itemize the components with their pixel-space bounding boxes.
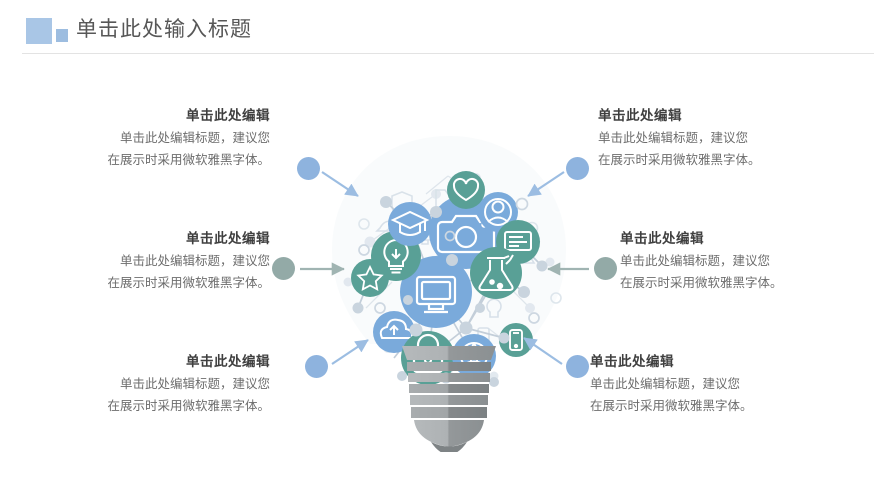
flask-icon [470, 247, 522, 299]
connector-dot-bottom-right[interactable] [566, 355, 589, 378]
block-body-line-1: 单击此处编辑标题，建议您 [119, 131, 270, 145]
block-body-line-2: 在展示时采用微软雅黑字体。 [107, 153, 270, 167]
text-block-middle-right[interactable]: 单击此处编辑 单击此处编辑标题，建议您 在展示时采用微软雅黑字体。 [620, 229, 830, 293]
network-ring-dots [358, 197, 540, 324]
block-heading: 单击此处编辑 [590, 354, 674, 369]
monitor-icon [400, 256, 472, 328]
block-heading: 单击此处编辑 [598, 108, 682, 123]
header-accent-square-large [26, 18, 52, 44]
block-heading: 单击此处编辑 [186, 108, 270, 123]
block-body-line-1: 单击此处编辑标题，建议您 [119, 254, 270, 268]
connector-dot-bottom-left[interactable] [305, 355, 328, 378]
block-body-line-1: 单击此处编辑标题，建议您 [119, 377, 270, 391]
connector-dot-top-left[interactable] [297, 157, 320, 180]
heart-icon [447, 171, 485, 209]
network-joint-dots [352, 196, 548, 387]
block-body-line-2: 在展示时采用微软雅黑字体。 [620, 276, 783, 290]
connector-dot-middle-left[interactable] [272, 257, 295, 280]
graduation-cap-icon [388, 202, 432, 246]
block-heading: 单击此处编辑 [186, 354, 270, 369]
text-block-middle-left[interactable]: 单击此处编辑 单击此处编辑标题，建议您 在展示时采用微软雅黑字体。 [68, 229, 270, 293]
block-heading: 单击此处编辑 [186, 231, 270, 246]
lightbulb-network-illustration [318, 132, 580, 452]
text-block-bottom-right[interactable]: 单击此处编辑 单击此处编辑标题，建议您 在展示时采用微软雅黑字体。 [590, 352, 800, 416]
block-body-line-2: 在展示时采用微软雅黑字体。 [598, 153, 761, 167]
connector-dot-top-right[interactable] [566, 157, 589, 180]
block-body-line-1: 单击此处编辑标题，建议您 [590, 377, 741, 391]
star-icon [351, 259, 389, 297]
header-divider [22, 53, 874, 54]
bulb-base [402, 346, 496, 452]
text-block-top-left[interactable]: 单击此处编辑 单击此处编辑标题，建议您 在展示时采用微软雅黑字体。 [78, 106, 270, 170]
block-body-line-2: 在展示时采用微软雅黑字体。 [107, 276, 270, 290]
connector-dot-middle-right[interactable] [594, 257, 617, 280]
block-body-line-2: 在展示时采用微软雅黑字体。 [590, 399, 753, 413]
page-title: 单击此处输入标题 [76, 18, 252, 41]
block-body-line-2: 在展示时采用微软雅黑字体。 [107, 399, 270, 413]
user-icon [478, 192, 518, 232]
block-body-line-1: 单击此处编辑标题，建议您 [620, 254, 771, 268]
block-body-line-1: 单击此处编辑标题，建议您 [598, 131, 749, 145]
lightbulb-svg [332, 136, 566, 452]
text-block-top-right[interactable]: 单击此处编辑 单击此处编辑标题，建议您 在展示时采用微软雅黑字体。 [598, 106, 808, 170]
header-accent-square-small [56, 29, 68, 42]
slide-header: 单击此处输入标题 [0, 0, 896, 54]
text-block-bottom-left[interactable]: 单击此处编辑 单击此处编辑标题，建议您 在展示时采用微软雅黑字体。 [78, 352, 270, 416]
block-heading: 单击此处编辑 [620, 231, 704, 246]
